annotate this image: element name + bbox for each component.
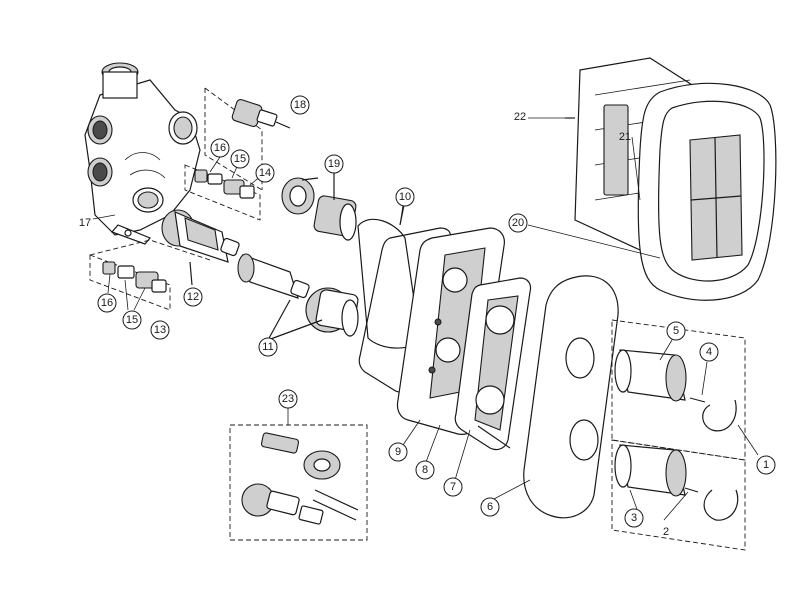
svg-text:4: 4	[706, 346, 712, 358]
svg-text:2: 2	[663, 526, 669, 538]
callout-15-lower: 15	[122, 310, 142, 330]
svg-text:15: 15	[126, 314, 138, 326]
callout-4: 4	[699, 342, 719, 362]
callout-18: 18	[290, 95, 310, 115]
callout-3: 3	[624, 508, 644, 528]
part-19	[281, 170, 357, 241]
callout-16-lower: 16	[97, 293, 117, 313]
part-11	[237, 253, 359, 341]
handle-group	[611, 319, 746, 551]
part-20-frame	[637, 82, 777, 301]
svg-text:3: 3	[631, 512, 637, 524]
svg-text:15: 15	[234, 153, 246, 165]
svg-text:23: 23	[282, 393, 294, 405]
part-12	[161, 209, 240, 286]
callout-6: 6	[480, 497, 500, 517]
callout-10: 10	[395, 187, 415, 207]
callout-23: 23	[278, 389, 298, 409]
part-7	[454, 277, 532, 451]
part-23-kit	[229, 424, 368, 541]
svg-text:7: 7	[450, 481, 456, 493]
callout-17: 17	[79, 217, 91, 229]
svg-text:16: 16	[101, 297, 113, 309]
part-6	[523, 275, 619, 519]
svg-text:14: 14	[259, 167, 271, 179]
callout-9: 9	[388, 442, 408, 462]
svg-text:19: 19	[328, 158, 340, 170]
svg-text:22: 22	[514, 111, 526, 123]
part-10	[357, 204, 421, 349]
part-9	[358, 227, 452, 393]
callout-20: 20	[508, 213, 528, 233]
svg-text:8: 8	[422, 464, 428, 476]
callout-13: 13	[150, 320, 170, 340]
part-13-group	[89, 239, 211, 311]
svg-text:9: 9	[395, 446, 401, 458]
callout-19: 19	[324, 154, 344, 174]
svg-text:21: 21	[619, 131, 631, 143]
svg-text:6: 6	[487, 501, 493, 513]
callout-22: 22	[514, 111, 526, 123]
svg-text:20: 20	[512, 217, 524, 229]
leader-lines	[92, 117, 759, 521]
part-18	[204, 87, 291, 191]
callout-15-upper: 15	[230, 149, 250, 169]
svg-text:1: 1	[763, 459, 769, 471]
callout-21: 21	[619, 131, 631, 143]
callout-16-upper: 16	[210, 138, 230, 158]
callout-5: 5	[666, 321, 686, 341]
svg-text:13: 13	[154, 324, 166, 336]
svg-text:10: 10	[399, 191, 411, 203]
part-14-group	[184, 164, 261, 221]
svg-text:18: 18	[294, 99, 306, 111]
callout-7: 7	[443, 477, 463, 497]
svg-text:5: 5	[673, 325, 679, 337]
svg-text:11: 11	[262, 341, 273, 353]
callout-11: 11	[258, 337, 278, 357]
callout-8: 8	[415, 460, 435, 480]
callout-14: 14	[255, 163, 275, 183]
callout-2: 2	[663, 526, 669, 538]
callout-1: 1	[756, 455, 776, 475]
svg-text:17: 17	[79, 217, 91, 229]
svg-text:12: 12	[187, 291, 199, 303]
valve-body	[84, 62, 201, 245]
svg-text:16: 16	[214, 142, 226, 154]
callout-12: 12	[183, 287, 203, 307]
